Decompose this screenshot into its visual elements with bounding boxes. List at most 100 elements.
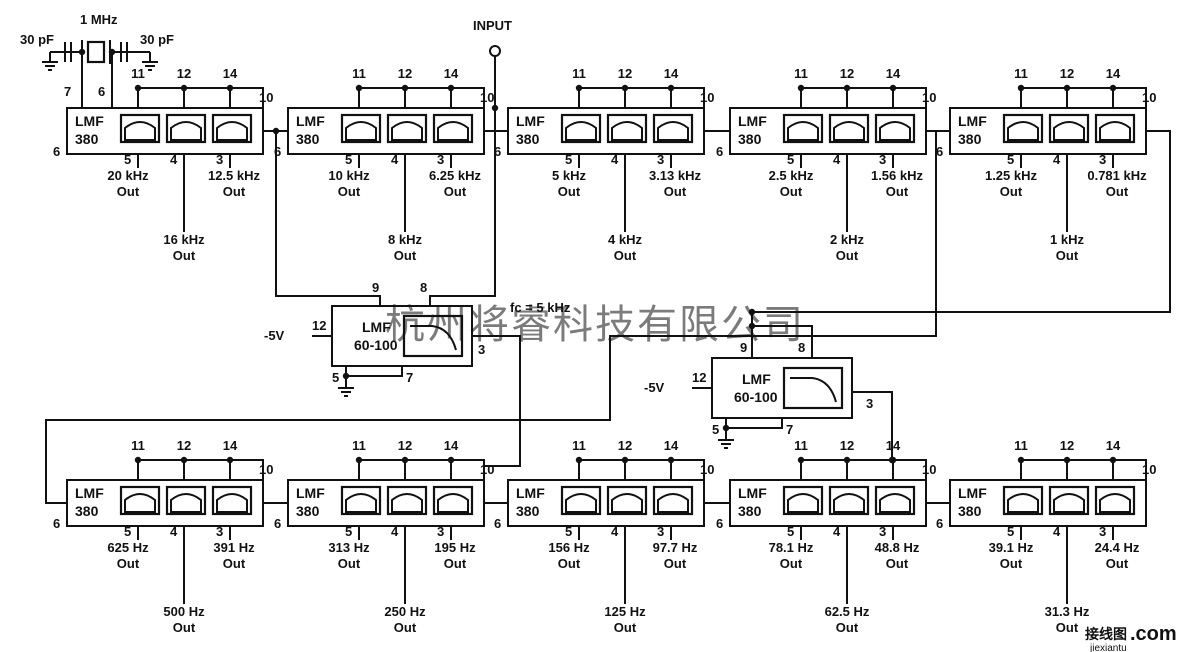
output-frequency: 97.7 Hz (653, 540, 698, 555)
filter-cell (874, 113, 916, 144)
out-label: Out (338, 556, 361, 571)
junction-dot (272, 127, 280, 135)
output-frequency: 20 kHz (107, 168, 149, 183)
pin-number: 4 (1053, 152, 1061, 167)
bandpass-icon (833, 121, 865, 141)
pin-number: 12 (177, 66, 191, 81)
pin10-lead (893, 87, 927, 108)
out-label: Out (117, 184, 140, 199)
bandpass-icon (1099, 121, 1131, 141)
chip-label: LMF (296, 485, 325, 501)
junction-dot (797, 456, 805, 464)
filter-cell (560, 485, 602, 516)
pin-number: 5 (1007, 152, 1014, 167)
pin-number: 9 (372, 280, 379, 295)
pin10-lead (1113, 87, 1147, 108)
lmf380-chip: LMF 380 (287, 479, 485, 527)
output-frequency: 6.25 kHz (429, 168, 482, 183)
chip-label: 380 (738, 131, 762, 147)
filter-cell (828, 485, 870, 516)
junction-dot (134, 84, 142, 92)
out-label: Out (558, 556, 581, 571)
pin-number: 9 (740, 340, 747, 355)
out-label: Out (886, 184, 909, 199)
junction-dot (401, 84, 409, 92)
watermark: 杭州将睿科技有限公司 (385, 303, 805, 347)
pin-number: 4 (170, 152, 178, 167)
pin-number: 10 (700, 90, 714, 105)
bandpass-icon (565, 493, 597, 513)
parts: LMF380LMF380LMF380LMF380LMF380LMF380LMF3… (66, 107, 1147, 527)
output-frequency: 313 Hz (328, 540, 370, 555)
pin-number: 3 (657, 524, 664, 539)
pin-number: 12 (177, 438, 191, 453)
output-frequency: 195 Hz (434, 540, 476, 555)
pin10-lead (451, 87, 485, 108)
output-frequency: 62.5 Hz (825, 604, 870, 619)
pin-number: 5 (345, 524, 352, 539)
bandpass-icon (787, 121, 819, 141)
filter-cell (874, 485, 916, 516)
filter-cell (432, 113, 474, 144)
pin10-lead (230, 459, 264, 480)
chip-label: LMF (958, 485, 987, 501)
bandpass-icon (170, 121, 202, 141)
junction-dot (1063, 456, 1071, 464)
output-frequency: 3.13 kHz (649, 168, 702, 183)
pin-number: 4 (833, 524, 841, 539)
chip-label: 380 (516, 131, 540, 147)
out-label: Out (1056, 248, 1079, 263)
out-label: Out (173, 620, 196, 635)
pin-number: 14 (886, 438, 901, 453)
bandpass-icon (611, 121, 643, 141)
filter-cell (1048, 113, 1090, 144)
chip-label: 380 (296, 503, 320, 519)
pin-number: 7 (786, 422, 793, 437)
out-label: Out (614, 248, 637, 263)
pin-number: 5 (1007, 524, 1014, 539)
junction-dot (722, 424, 730, 432)
pin8-link (751, 312, 813, 358)
out-label: Out (1000, 556, 1023, 571)
filter-cell (211, 485, 253, 516)
filter-cell (1094, 485, 1136, 516)
filter-cell (1002, 113, 1044, 144)
bandpass-icon (879, 121, 911, 141)
out-label: Out (444, 556, 467, 571)
filter-cell (432, 485, 474, 516)
chip-label: LMF (296, 113, 325, 129)
lowpass-icon (410, 325, 457, 351)
junction-dot (355, 84, 363, 92)
junction-dot (78, 48, 86, 56)
out-label: Out (173, 248, 196, 263)
lowpass-cell (782, 366, 844, 410)
chip-label: 60-100 (734, 389, 778, 405)
chip-label: 380 (296, 131, 320, 147)
pin-number: 10 (700, 462, 714, 477)
bandpass-icon (216, 121, 248, 141)
output-frequency: 24.4 Hz (1095, 540, 1140, 555)
junction-dot (748, 308, 756, 316)
pin-number: 3 (879, 152, 886, 167)
lmf380-chip: LMF 380 (287, 107, 485, 155)
filter-cell (1002, 485, 1044, 516)
junction-dot (1017, 456, 1025, 464)
output-frequency: 10 kHz (328, 168, 370, 183)
chip-label: LMF (516, 485, 545, 501)
pin-number: 11 (572, 66, 586, 81)
input-terminal (489, 45, 501, 57)
bandpass-icon (1007, 493, 1039, 513)
pin-number: 14 (444, 438, 459, 453)
lowpass-icon (790, 377, 837, 403)
junction-dot (575, 456, 583, 464)
pin-number: 11 (572, 438, 586, 453)
chip-label: 60-100 (354, 337, 398, 353)
output-frequency: 31.3 Hz (1045, 604, 1090, 619)
filter-cell (652, 485, 694, 516)
cap-left-label: 30 pF (20, 32, 54, 47)
